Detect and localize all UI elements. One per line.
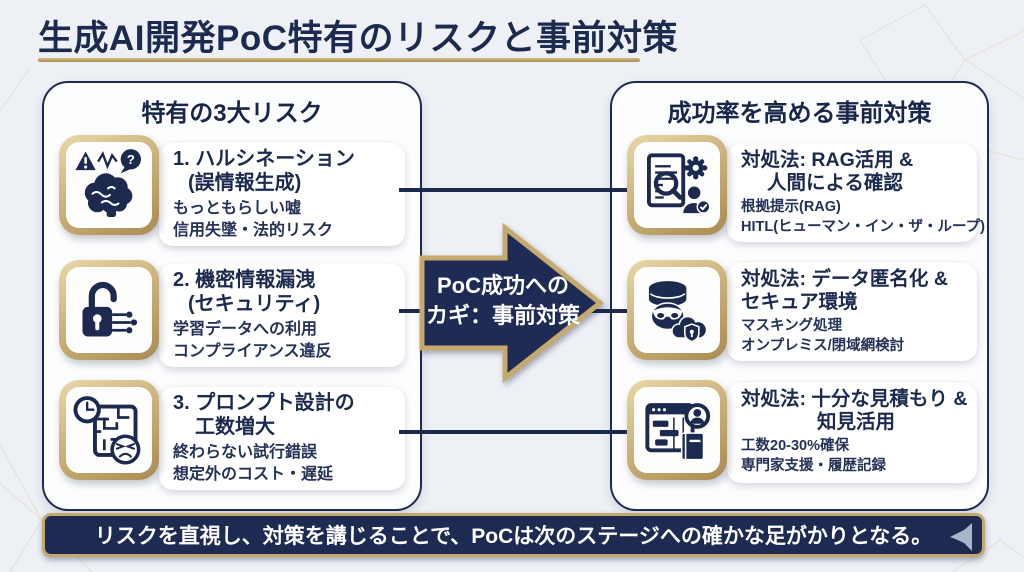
countermeasures-panel-title: 成功率を高める事前対策	[667, 100, 932, 127]
countermeasure-sub-line1: マスキング処理	[741, 318, 843, 334]
risk-sub-line2: 信用失墜・法的リスク	[173, 221, 334, 239]
countermeasure-card: 対処法: RAG活用 & 人間による確認 根拠提示(RAG) HITL(ヒューマ…	[727, 144, 986, 243]
connector-line-3	[399, 430, 627, 434]
countermeasure-icon-tile	[627, 135, 727, 235]
risk-sub-line1: 学習データへの利用	[173, 321, 318, 339]
risk-title-line2: 工数増大	[195, 415, 275, 438]
risk-icon-tile	[59, 380, 159, 480]
footer-banner: リスクを直視し、対策を講じることで、PoCは次のステージへの確かな足がかりとなる…	[42, 513, 985, 557]
risk-title-line1: 2. 機密情報漏洩	[173, 269, 316, 291]
countermeasure-title-line2: セキュア環境	[741, 291, 858, 313]
countermeasure-title-line1: 対処法: RAG活用 &	[741, 149, 914, 171]
countermeasure-title-line2: 知見活用	[817, 411, 896, 433]
title-underline	[38, 58, 640, 62]
countermeasures-panel: 成功率を高める事前対策	[610, 81, 989, 511]
risks-panel: 特有の3大リスク ? 1. ハルシネーション	[42, 81, 422, 511]
key-arrow-line2: カギ：事前対策	[425, 303, 580, 328]
maze-clock-frustration-icon	[73, 396, 141, 465]
countermeasure-sub-line1: 根拠提示(RAG)	[741, 199, 841, 215]
risk-card: 1. ハルシネーション (誤情報生成) もっともらしい嘘 信用失墜・法的リスク	[159, 143, 405, 247]
countermeasure-title-line1: 対処法: データ匿名化 &	[741, 268, 948, 290]
countermeasure-card: 対処法: 十分な見積もり & 知見活用 工数20-30%確保 専門家支援・履歴記…	[727, 383, 977, 483]
footer-text: リスクを直視し、対策を講じることで、PoCは次のステージへの確かな足がかりとなる…	[94, 525, 933, 548]
risk-title-line1: 1. ハルシネーション	[173, 148, 355, 170]
countermeasure-sub-line2: オンプレミス/閉域網検討	[741, 337, 905, 354]
risk-title-line2: (誤情報生成)	[188, 171, 302, 194]
risk-card: 2. 機密情報漏洩 (セキュリティ) 学習データへの利用 コンプライアンス違反	[159, 264, 405, 368]
page-title: 生成AI開発PoC特有のリスクと事前対策	[38, 19, 679, 58]
risk-card: 3. プロンプト設計の 工数増大 終わらない試行錯誤 想定外のコスト・遅延	[159, 387, 405, 491]
countermeasure-icon-tile	[627, 260, 727, 360]
risk-sub-line1: 終わらない試行錯誤	[173, 444, 318, 462]
risks-panel-title: 特有の3大リスク	[141, 100, 323, 127]
footer-ribbon-icon	[950, 523, 972, 551]
key-arrow-label: PoC成功への カギ：事前対策	[424, 271, 582, 331]
risk-sub-line2: 想定外のコスト・遅延	[173, 465, 334, 483]
unlocked-padlock-icon	[82, 281, 138, 337]
countermeasure-title-line1: 対処法: 十分な見積もり &	[741, 388, 968, 410]
connector-line-1	[399, 188, 627, 192]
countermeasure-sub-line2: HITL(ヒューマン・イン・ザ・ループ)	[741, 218, 986, 235]
document-review-icon	[646, 153, 711, 214]
brain-hallucination-icon: ?	[75, 149, 141, 217]
risk-sub-line1: もっともらしい嘘	[173, 200, 302, 218]
countermeasure-sub-line1: 工数20-30%確保	[741, 438, 849, 454]
key-arrow	[419, 222, 605, 384]
risk-title-line1: 3. プロンプト設計の	[173, 392, 355, 414]
risk-icon-tile	[59, 260, 159, 360]
risk-icon-tile: ?	[59, 135, 159, 235]
countermeasure-card: 対処法: データ匿名化 & セキュア環境 マスキング処理 オンプレミス/閉域網検…	[727, 263, 977, 362]
masked-data-security-icon	[648, 281, 708, 343]
estimation-knowledge-icon	[645, 403, 711, 461]
key-arrow-line1: PoC成功への	[436, 273, 569, 298]
countermeasure-title-line2: 人間による確認	[767, 172, 903, 194]
countermeasure-icon-tile	[627, 380, 727, 480]
countermeasure-sub-line2: 専門家支援・履歴記録	[741, 457, 886, 474]
svg-text:?: ?	[127, 152, 135, 167]
risk-sub-line2: コンプライアンス違反	[173, 342, 332, 360]
risk-title-line2: (セキュリティ)	[188, 292, 321, 315]
